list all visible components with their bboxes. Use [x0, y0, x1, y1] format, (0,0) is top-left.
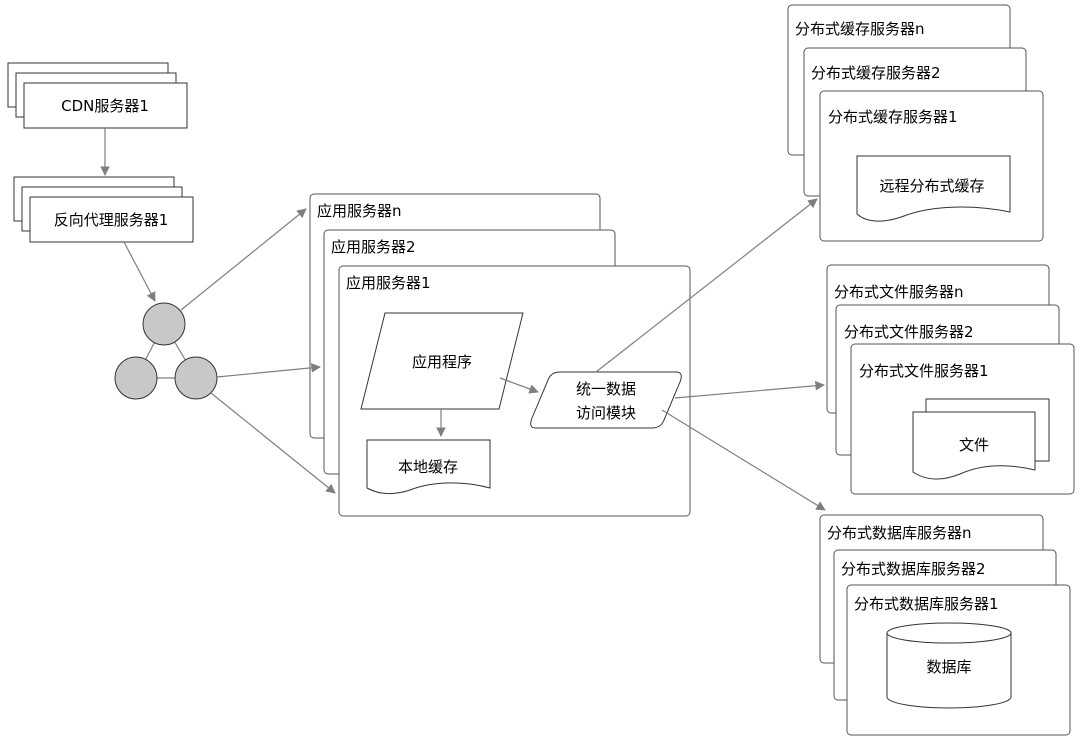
cdn-server-box: [23, 82, 188, 129]
lb-node-left: [114, 356, 158, 400]
cdn-server-stack: CDN服务器1: [7, 62, 188, 129]
remote-cache-label: 远程分布式缓存: [879, 177, 984, 195]
cache-server-2-label: 分布式缓存服务器2: [811, 64, 941, 82]
unified-data-access-shape: [530, 371, 682, 429]
edge-data-access-to-cache: [595, 198, 818, 373]
unified-data-access-line2: 访问模块: [576, 404, 636, 422]
db-server-n-label: 分布式数据库服务器n: [827, 524, 972, 542]
db-server-1-label: 分布式数据库服务器1: [854, 595, 999, 613]
db-server-stack: 分布式数据库服务器n 分布式数据库服务器2 分布式数据库服务器1 数据库: [819, 514, 1071, 736]
reverse-proxy-stack: 反向代理服务器1: [13, 176, 194, 243]
file-server-n-label: 分布式文件服务器n: [834, 283, 964, 301]
file-server-2-label: 分布式文件服务器2: [844, 323, 974, 341]
lb-node-top: [142, 302, 186, 346]
app-program-label: 应用程序: [412, 353, 472, 371]
app-server-n-label: 应用服务器n: [317, 202, 402, 220]
edge-data-access-to-db: [661, 409, 826, 511]
db-server-2-label: 分布式数据库服务器2: [841, 560, 986, 578]
lb-node-right: [174, 356, 218, 400]
cache-server-stack: 分布式缓存服务器n 分布式缓存服务器2 分布式缓存服务器1 远程分布式缓存: [787, 4, 1044, 242]
edge-data-access-to-file: [674, 380, 825, 399]
file-label: 文件: [959, 436, 989, 454]
app-program-shape: [360, 312, 524, 410]
edge-app-to-data-access: [499, 377, 539, 394]
remote-cache-shape: [856, 155, 1011, 222]
app-server-1-label: 应用服务器1: [346, 274, 431, 292]
database-label: 数据库: [926, 658, 971, 676]
edge-lb-to-app-n: [180, 208, 307, 311]
file-shape: [912, 411, 1036, 480]
reverse-proxy-label: 反向代理服务器1: [54, 211, 169, 229]
cache-server-1-label: 分布式缓存服务器1: [828, 108, 958, 126]
local-cache-label: 本地缓存: [398, 458, 458, 476]
app-server-2-label: 应用服务器2: [331, 238, 416, 256]
edge-proxy-to-lb: [123, 241, 156, 302]
cdn-server-label: CDN服务器1: [61, 97, 149, 115]
cache-server-n-label: 分布式缓存服务器n: [795, 20, 925, 38]
file-server-stack: 分布式文件服务器n 分布式文件服务器2 分布式文件服务器1 文件: [826, 264, 1075, 495]
reverse-proxy-box: [29, 196, 194, 243]
local-cache-shape: [366, 439, 491, 495]
load-balancer-cluster: [114, 302, 218, 400]
unified-data-access-line1: 统一数据: [576, 380, 636, 398]
edge-lb-to-app-1: [210, 392, 336, 494]
database-cylinder-top: [886, 622, 1012, 644]
database-cylinder-body: [886, 633, 1012, 709]
file-server-1-label: 分布式文件服务器1: [859, 362, 989, 380]
edge-lb-to-app-2: [216, 363, 321, 378]
